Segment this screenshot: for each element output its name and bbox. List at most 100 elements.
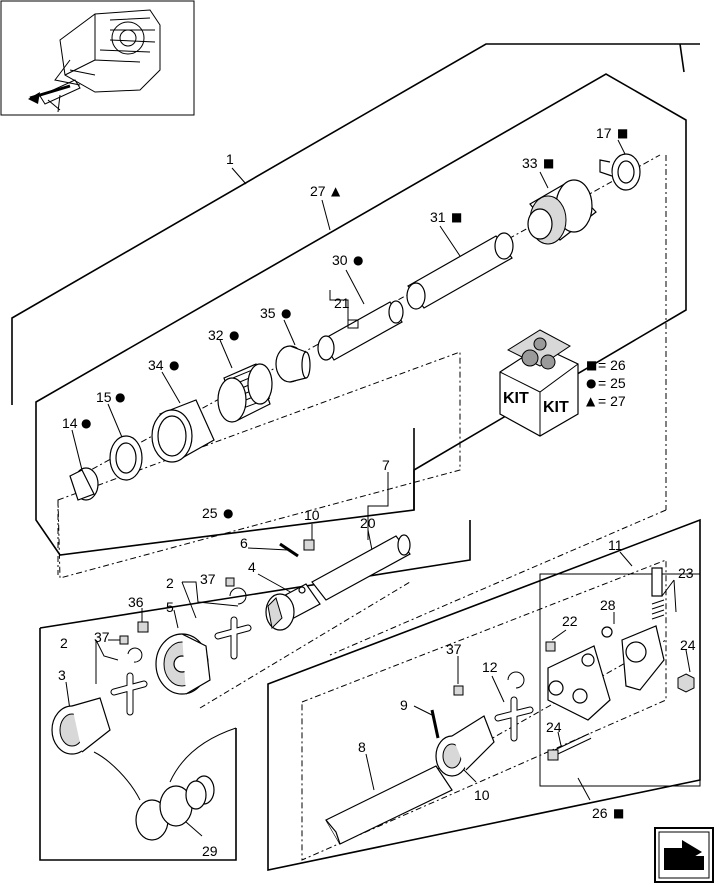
- part-14-guard-collar[interactable]: [69, 467, 99, 501]
- label-27: 27: [310, 183, 326, 199]
- part-3-yoke[interactable]: [51, 697, 111, 755]
- square-marker: ■: [617, 126, 628, 140]
- label-7: 7: [382, 457, 390, 473]
- circle-marker: ●: [169, 358, 179, 372]
- label-29: 29: [202, 843, 218, 859]
- part-23-plunger-spring[interactable]: [651, 567, 665, 620]
- triangle-marker: ▲: [331, 184, 341, 198]
- part-20-inner-shaft[interactable]: [311, 534, 411, 601]
- label-14: 14: [62, 415, 78, 431]
- part-9-roll-pin[interactable]: [430, 709, 440, 739]
- assembly-1-bracket: [11, 43, 700, 405]
- part-15-bearing-ring[interactable]: [109, 435, 143, 481]
- part-32-corrugated-guard[interactable]: [217, 363, 273, 423]
- label-2: 2: [166, 575, 174, 591]
- label-20: 20: [360, 515, 376, 531]
- label-11: 11: [608, 537, 623, 553]
- part-30-inner-tube[interactable]: [317, 300, 404, 361]
- label-28: 28: [600, 597, 616, 613]
- part-22-grease-fitting[interactable]: [545, 641, 556, 652]
- label-21: 21: [334, 295, 350, 311]
- assembly-27-group-box: [35, 73, 687, 556]
- part-29-detail-collar-spring[interactable]: [93, 727, 237, 841]
- part-34-guard-cone[interactable]: [151, 399, 215, 463]
- label-17: 17: [596, 125, 612, 141]
- square-marker: ■: [543, 156, 554, 170]
- part-2-cross-kit-upper[interactable]: [214, 587, 252, 660]
- label-9: 9: [400, 697, 408, 713]
- label-25: 25: [202, 505, 218, 521]
- label-15: 15: [96, 389, 112, 405]
- kit-label-right: KIT: [543, 399, 569, 416]
- label-22: 22: [562, 613, 578, 629]
- label-24: 24: [680, 637, 696, 653]
- label-8: 8: [358, 739, 366, 755]
- part-4-yoke-assembly[interactable]: [265, 583, 321, 631]
- part-35-cone-ring[interactable]: [275, 345, 311, 383]
- square-marker: ■: [451, 210, 462, 224]
- part-2-cross-kit-lower[interactable]: [110, 647, 148, 716]
- legend-triangle-marker: ▲: [586, 394, 596, 408]
- assembly-26-dashed-sub: [57, 155, 667, 861]
- label-33: 33: [522, 155, 538, 171]
- label-24: 24: [546, 719, 562, 735]
- legend-square-marker: ■: [586, 358, 597, 372]
- label-2: 2: [60, 635, 68, 651]
- label-30: 30: [332, 252, 348, 268]
- part-37-grease-fitting-right[interactable]: [453, 685, 464, 696]
- part-37-grease-fitting-lower[interactable]: [119, 635, 129, 645]
- label-37: 37: [446, 641, 462, 657]
- part-28-ball[interactable]: [601, 626, 613, 638]
- label-12: 12: [482, 659, 498, 675]
- label-26: 26: [592, 805, 608, 821]
- part-10-lock-pin[interactable]: [303, 539, 315, 551]
- kit-box-illustration: KIT KIT: [499, 329, 579, 437]
- part-8-shaft[interactable]: [325, 765, 453, 845]
- legend-square-eq: = 26: [598, 357, 626, 373]
- label-36: 36: [128, 594, 144, 610]
- circle-marker: ●: [281, 306, 291, 320]
- label-6: 6: [240, 535, 248, 551]
- label-23: 23: [678, 565, 694, 581]
- part-36-grease-nipple[interactable]: [137, 621, 149, 633]
- part-33-bearing-assembly[interactable]: [527, 179, 597, 245]
- label-5: 5: [166, 599, 174, 615]
- leader-lines: [65, 139, 691, 837]
- part-31-outer-tube[interactable]: [406, 232, 514, 310]
- part-24-bolt[interactable]: [547, 733, 592, 761]
- label-3: 3: [58, 667, 66, 683]
- part-12-cross-kit[interactable]: [494, 671, 534, 742]
- kit-label-left: KIT: [503, 390, 529, 407]
- part-37-grease-fitting-upper[interactable]: [225, 577, 235, 587]
- label-10: 10: [304, 507, 320, 523]
- circle-marker: ●: [229, 328, 239, 342]
- label-37: 37: [200, 571, 216, 587]
- part-17-coupler-ring[interactable]: [599, 153, 641, 191]
- label-32: 32: [208, 327, 224, 343]
- locator-thumbnail[interactable]: [0, 0, 195, 116]
- legend-triangle-eq: = 27: [598, 393, 626, 409]
- part-clutch-plate[interactable]: [621, 625, 665, 691]
- assembly-25-bracket: [39, 428, 471, 861]
- part-11-clutch-assembly[interactable]: [547, 645, 611, 721]
- label-1: 1: [226, 151, 234, 167]
- next-page-arrow-icon[interactable]: [654, 827, 714, 883]
- legend-circle-eq: = 25: [598, 375, 626, 391]
- label-4: 4: [248, 559, 256, 575]
- label-37: 37: [94, 629, 110, 645]
- callout-labels: 1 27 ▲ 17 ■ 33 ■ 31 ■ 30 ● 21 35 ● 32 ● …: [58, 125, 696, 859]
- legend-circle-marker: ●: [586, 376, 596, 390]
- label-34: 34: [148, 357, 164, 373]
- label-35: 35: [260, 305, 276, 321]
- circle-marker: ●: [223, 506, 233, 520]
- circle-marker: ●: [81, 416, 91, 430]
- label-10: 10: [474, 787, 490, 803]
- part-10-yoke-with-lock[interactable]: [435, 715, 495, 777]
- part-24-nut[interactable]: [677, 673, 695, 693]
- assembly-25-dashed-box: [57, 351, 461, 579]
- circle-marker: ●: [353, 253, 363, 267]
- part-5-cv-joint-housing[interactable]: [155, 633, 211, 695]
- assembly-11-box: [539, 573, 701, 787]
- part-6-pin[interactable]: [279, 542, 299, 558]
